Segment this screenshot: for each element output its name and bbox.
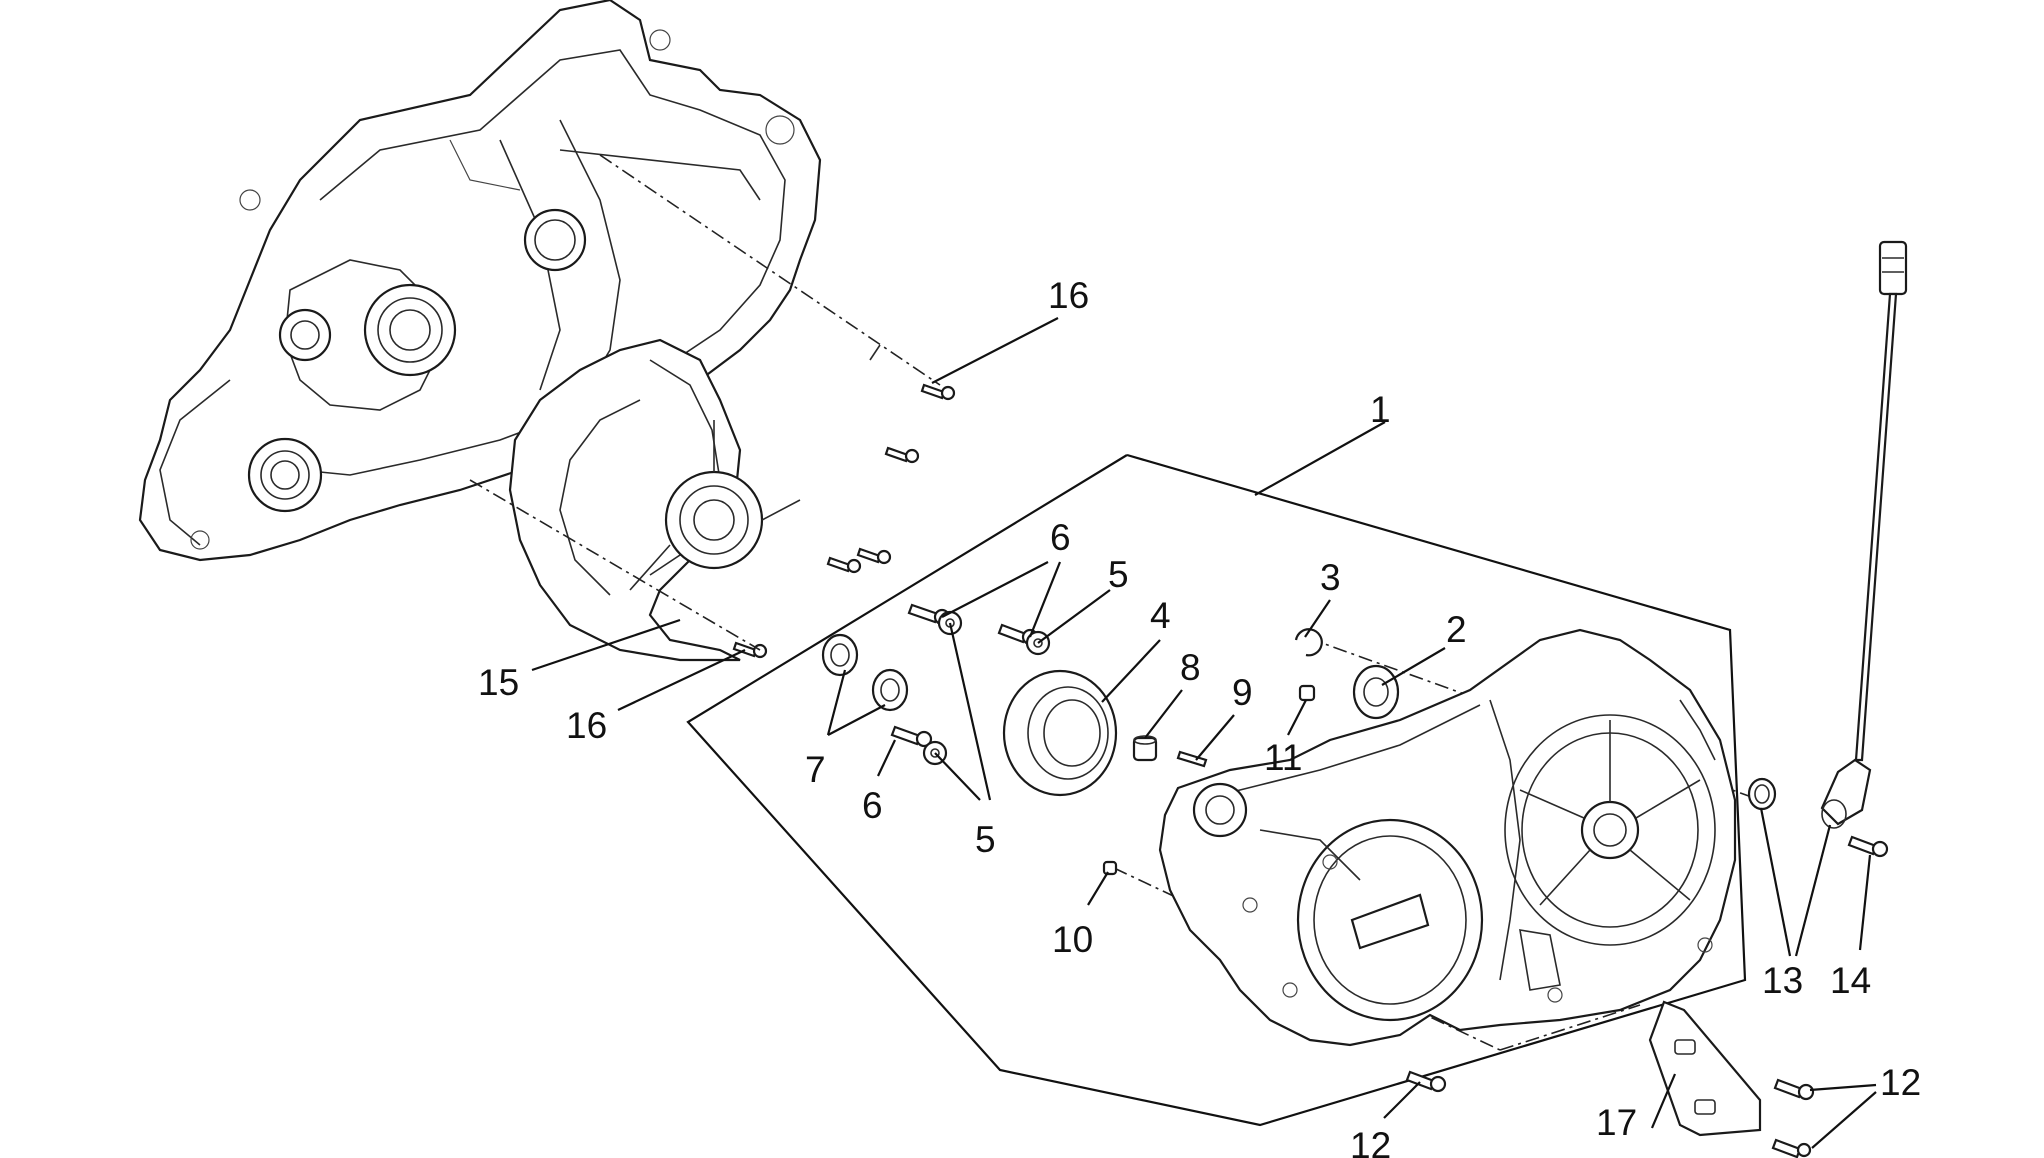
alignment-lines — [469, 154, 1761, 1051]
callout-labels: 1 2 3 4 5 5 6 6 7 8 9 10 11 12 12 13 14 … — [478, 275, 1921, 1158]
bearing-part-7a — [821, 633, 859, 677]
screw-part-6c — [890, 725, 933, 748]
callout-12a: 12 — [1350, 1125, 1391, 1158]
callout-16b: 16 — [566, 705, 607, 746]
callout-10: 10 — [1052, 919, 1093, 960]
callout-13: 13 — [1762, 960, 1803, 1001]
callout-3: 3 — [1320, 557, 1341, 598]
bearing-part-2 — [1352, 664, 1400, 720]
bushing-part-8 — [1132, 735, 1158, 762]
callout-1: 1 — [1370, 389, 1391, 430]
screw-group-gasket — [732, 383, 956, 659]
callout-7: 7 — [805, 749, 826, 790]
screw-part-14 — [1847, 835, 1889, 858]
callout-16a: 16 — [1048, 275, 1089, 316]
callout-2: 2 — [1446, 609, 1467, 650]
callout-6a: 6 — [1050, 517, 1071, 558]
dowel-part-11 — [1298, 684, 1316, 702]
bracket-plate-part-17 — [1648, 1000, 1762, 1137]
callout-11: 11 — [1264, 737, 1302, 778]
oil-seal-part-4 — [1002, 669, 1118, 797]
leader-lines — [531, 317, 1877, 1149]
assembly-boundary — [686, 453, 1747, 1127]
callout-5b: 5 — [975, 819, 996, 860]
callout-17: 17 — [1596, 1102, 1637, 1143]
crankcase-assembly — [138, 0, 822, 562]
callout-9: 9 — [1232, 672, 1253, 713]
callout-12b: 12 — [1880, 1062, 1921, 1103]
screw-part-12-group — [1405, 1070, 1815, 1158]
callout-5a: 5 — [1108, 554, 1129, 595]
callout-15: 15 — [478, 662, 519, 703]
callout-6b: 6 — [862, 785, 883, 826]
callout-14: 14 — [1830, 960, 1871, 1001]
o-ring-part-13 — [1747, 777, 1777, 811]
bearing-part-7b — [871, 668, 909, 712]
clutch-cover-assembly — [1158, 628, 1737, 1047]
dowel-part-10 — [1102, 860, 1118, 876]
circlip-part-3 — [1294, 628, 1323, 657]
gasket-part-15 — [508, 338, 881, 662]
sensor-cable-part-13 — [1820, 240, 1908, 829]
callout-4: 4 — [1150, 595, 1171, 636]
callout-8: 8 — [1180, 647, 1201, 688]
